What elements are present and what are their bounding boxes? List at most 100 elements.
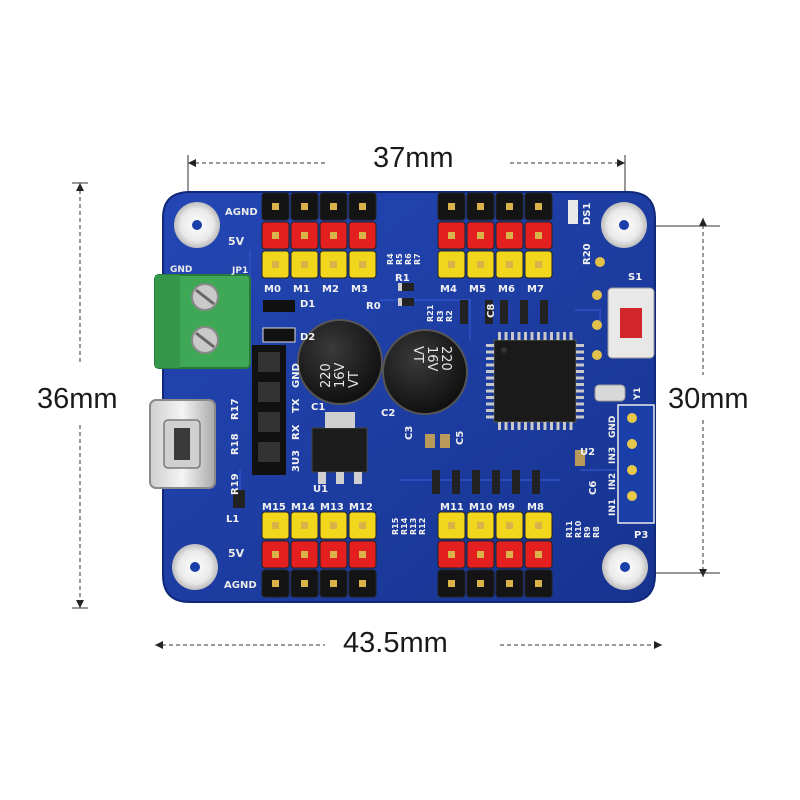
dimension-left: 36mm xyxy=(37,383,118,415)
bottom-left-header-pin-tip xyxy=(330,551,337,558)
chip-pin xyxy=(537,332,540,340)
servo-header-bottom-right xyxy=(437,511,553,598)
top-right-header-pin-tip xyxy=(448,261,455,268)
label-uart-rx: RX xyxy=(291,424,302,440)
chip-pin xyxy=(486,357,494,360)
chip-pin xyxy=(550,332,553,340)
top-right-header-pin-tip xyxy=(506,232,513,239)
bottom-right-header-pin-tip xyxy=(477,551,484,558)
dimension-lines xyxy=(72,155,720,649)
label-r7: R7 xyxy=(413,253,422,265)
uart-header xyxy=(252,345,286,475)
chip-pin xyxy=(486,409,494,412)
chip-pin xyxy=(576,396,584,399)
label-p3-in2: IN2 xyxy=(608,473,618,490)
label-agnd-top: AGND xyxy=(225,207,258,218)
top-left-header-pin-tip xyxy=(272,203,279,210)
top-right-header-pin-tip xyxy=(535,261,542,268)
bottom-right-header-pin-tip xyxy=(448,551,455,558)
chip-pin xyxy=(543,422,547,430)
top-right-header-pin-tip xyxy=(448,203,455,210)
chip-pin xyxy=(524,332,527,340)
cap-left-brand: VT xyxy=(347,371,362,388)
label-u2: U2 xyxy=(580,447,595,458)
cap-right-voltage: 16V xyxy=(424,346,439,372)
label-c2: C2 xyxy=(381,408,395,419)
p3-header xyxy=(617,404,655,524)
bottom-left-header-pin-tip xyxy=(330,522,337,529)
label-r4: R4 xyxy=(386,253,395,265)
label-r21: R21 xyxy=(426,304,435,322)
top-left-header-pin-tip xyxy=(301,203,308,210)
label-s1: S1 xyxy=(628,272,642,283)
label-r12: R12 xyxy=(418,518,427,535)
label-c5: C5 xyxy=(455,431,466,445)
bottom-right-header-pin-tip xyxy=(535,580,542,587)
label-r6: R6 xyxy=(404,253,413,265)
chip-pin xyxy=(576,376,584,380)
chip-pin xyxy=(569,332,573,340)
mounting-holes xyxy=(172,202,648,590)
label-r13: R13 xyxy=(409,518,418,535)
capacitor-left xyxy=(297,319,383,405)
chip-pin xyxy=(576,344,584,347)
bottom-left-header-pin-tip xyxy=(272,580,279,587)
gold-pads xyxy=(592,257,605,360)
top-left-header-pin-tip xyxy=(330,203,337,210)
servo-label: M1 xyxy=(293,284,310,295)
chip-pin xyxy=(530,332,534,340)
chip-pin xyxy=(569,422,573,430)
chip-pin xyxy=(486,344,494,347)
cap-left-value: 220 xyxy=(319,363,334,388)
top-left-header-pin-tip xyxy=(330,261,337,268)
servo-label: M6 xyxy=(498,284,515,295)
servo-label: M8 xyxy=(527,502,544,513)
top-left-header-pin-tip xyxy=(330,232,337,239)
chip-pin xyxy=(504,332,508,340)
top-left-header-pin-tip xyxy=(359,203,366,210)
bottom-left-header-pin-tip xyxy=(301,522,308,529)
label-r1: R1 xyxy=(395,273,410,284)
bottom-right-header-pin-tip xyxy=(448,580,455,587)
servo-label: M14 xyxy=(291,502,315,513)
servo-header-bottom-left xyxy=(261,511,377,598)
bottom-right-header-pin-tip xyxy=(535,522,542,529)
crystal xyxy=(594,384,626,402)
label-gnd-terminal: GND xyxy=(170,265,192,275)
chip-pin xyxy=(576,383,584,386)
top-left-header-pin-tip xyxy=(301,261,308,268)
label-c1: C1 xyxy=(311,402,325,413)
dimension-bottom: 43.5mm xyxy=(343,627,448,659)
servo-header-top-left xyxy=(261,192,377,279)
chip-pin xyxy=(563,422,566,430)
label-jp1: JP1 xyxy=(231,266,248,276)
chip-pin xyxy=(576,357,584,360)
chip-pin xyxy=(556,332,560,340)
chip-pin xyxy=(550,422,553,430)
chip-pin xyxy=(576,389,584,393)
label-p3: P3 xyxy=(634,530,648,541)
top-left-header-pin-tip xyxy=(359,261,366,268)
label-uart-tx: TX xyxy=(291,398,302,413)
chip-pin xyxy=(556,422,560,430)
servo-label: M15 xyxy=(262,502,286,513)
bottom-right-header-pin-tip xyxy=(506,580,513,587)
label-p3-in3: IN3 xyxy=(608,447,618,464)
servo-label: M11 xyxy=(440,502,464,513)
label-r2: R2 xyxy=(445,310,454,322)
label-u1: U1 xyxy=(313,484,328,495)
cap-left-voltage: 16V xyxy=(333,362,348,388)
label-ds1: DS1 xyxy=(582,202,593,225)
bottom-left-header-pin-tip xyxy=(272,551,279,558)
screw-terminal xyxy=(154,274,251,369)
servo-label: M4 xyxy=(440,284,457,295)
top-right-header-pin-tip xyxy=(448,232,455,239)
bottom-left-header-pin-tip xyxy=(301,551,308,558)
label-uart-gnd: GND xyxy=(291,363,302,388)
label-r20: R20 xyxy=(582,243,593,265)
chip-pin xyxy=(576,363,584,367)
bottom-left-header-pin-tip xyxy=(330,580,337,587)
chip-pin xyxy=(576,370,584,373)
label-r19: R19 xyxy=(230,473,241,495)
chip-pin xyxy=(486,402,494,406)
